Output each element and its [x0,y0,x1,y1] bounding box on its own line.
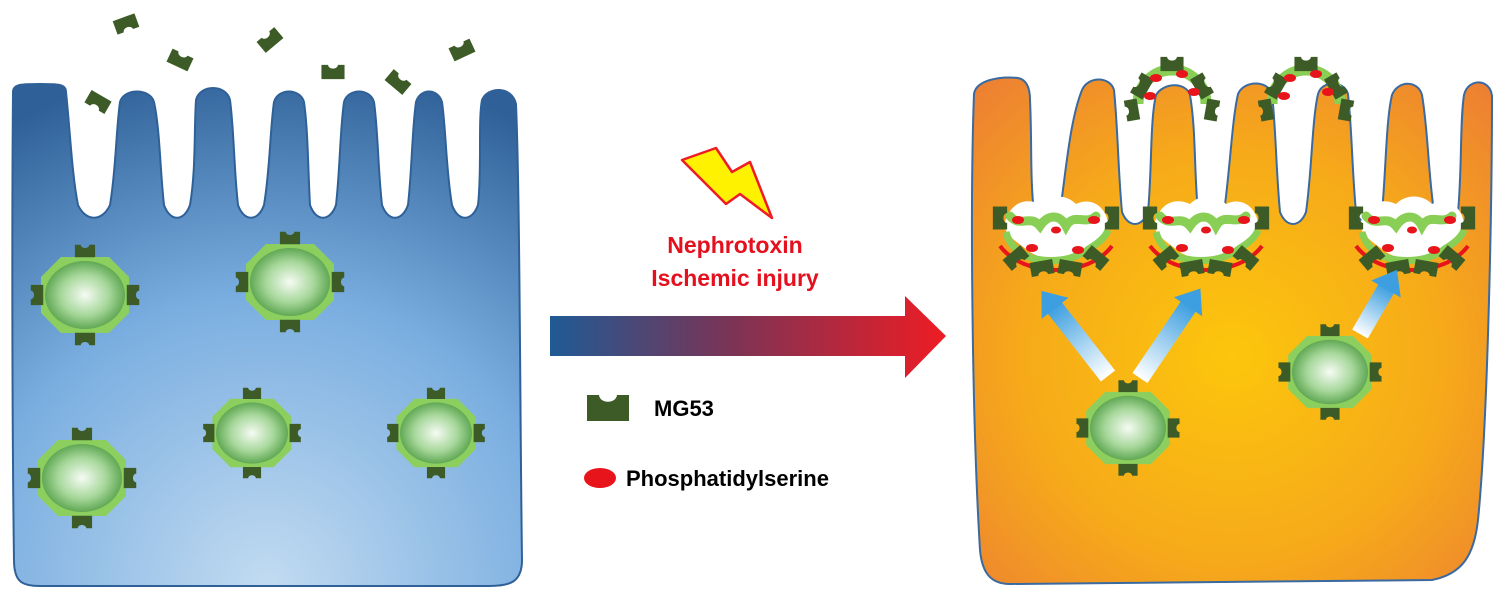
mg53-protein-icon [321,64,345,80]
mg53-protein-icon [112,13,140,35]
phosphatidylserine-dot-icon [584,468,616,488]
transition-arrow [550,296,946,378]
mg53-protein-icon [256,27,284,53]
mg53-protein-icon [84,90,112,114]
mg53-protein-icon [587,395,629,421]
injured-cell [971,76,1494,586]
mg53-protein-icon [448,38,476,62]
migration-arrow [1132,288,1203,384]
legend-mg53-label: MG53 [654,396,714,421]
legend-phosphatidylserine-label: Phosphatidylserine [626,466,829,491]
lightning-bolt-icon [680,146,774,220]
mg53-repair-cap [1258,57,1354,122]
lesion-repair-patches [993,197,1475,278]
injury-label-line2: Ischemic injury [651,265,819,291]
healthy-cell [11,82,524,587]
migration-arrows [1041,269,1401,384]
mg53-protein-icon [166,48,194,72]
mg53-protein-icon [384,69,412,95]
injury-label-line1: Nephrotoxin [667,232,803,258]
migration-arrow [1352,269,1401,339]
legend [584,395,629,488]
migration-arrow [1041,290,1116,382]
